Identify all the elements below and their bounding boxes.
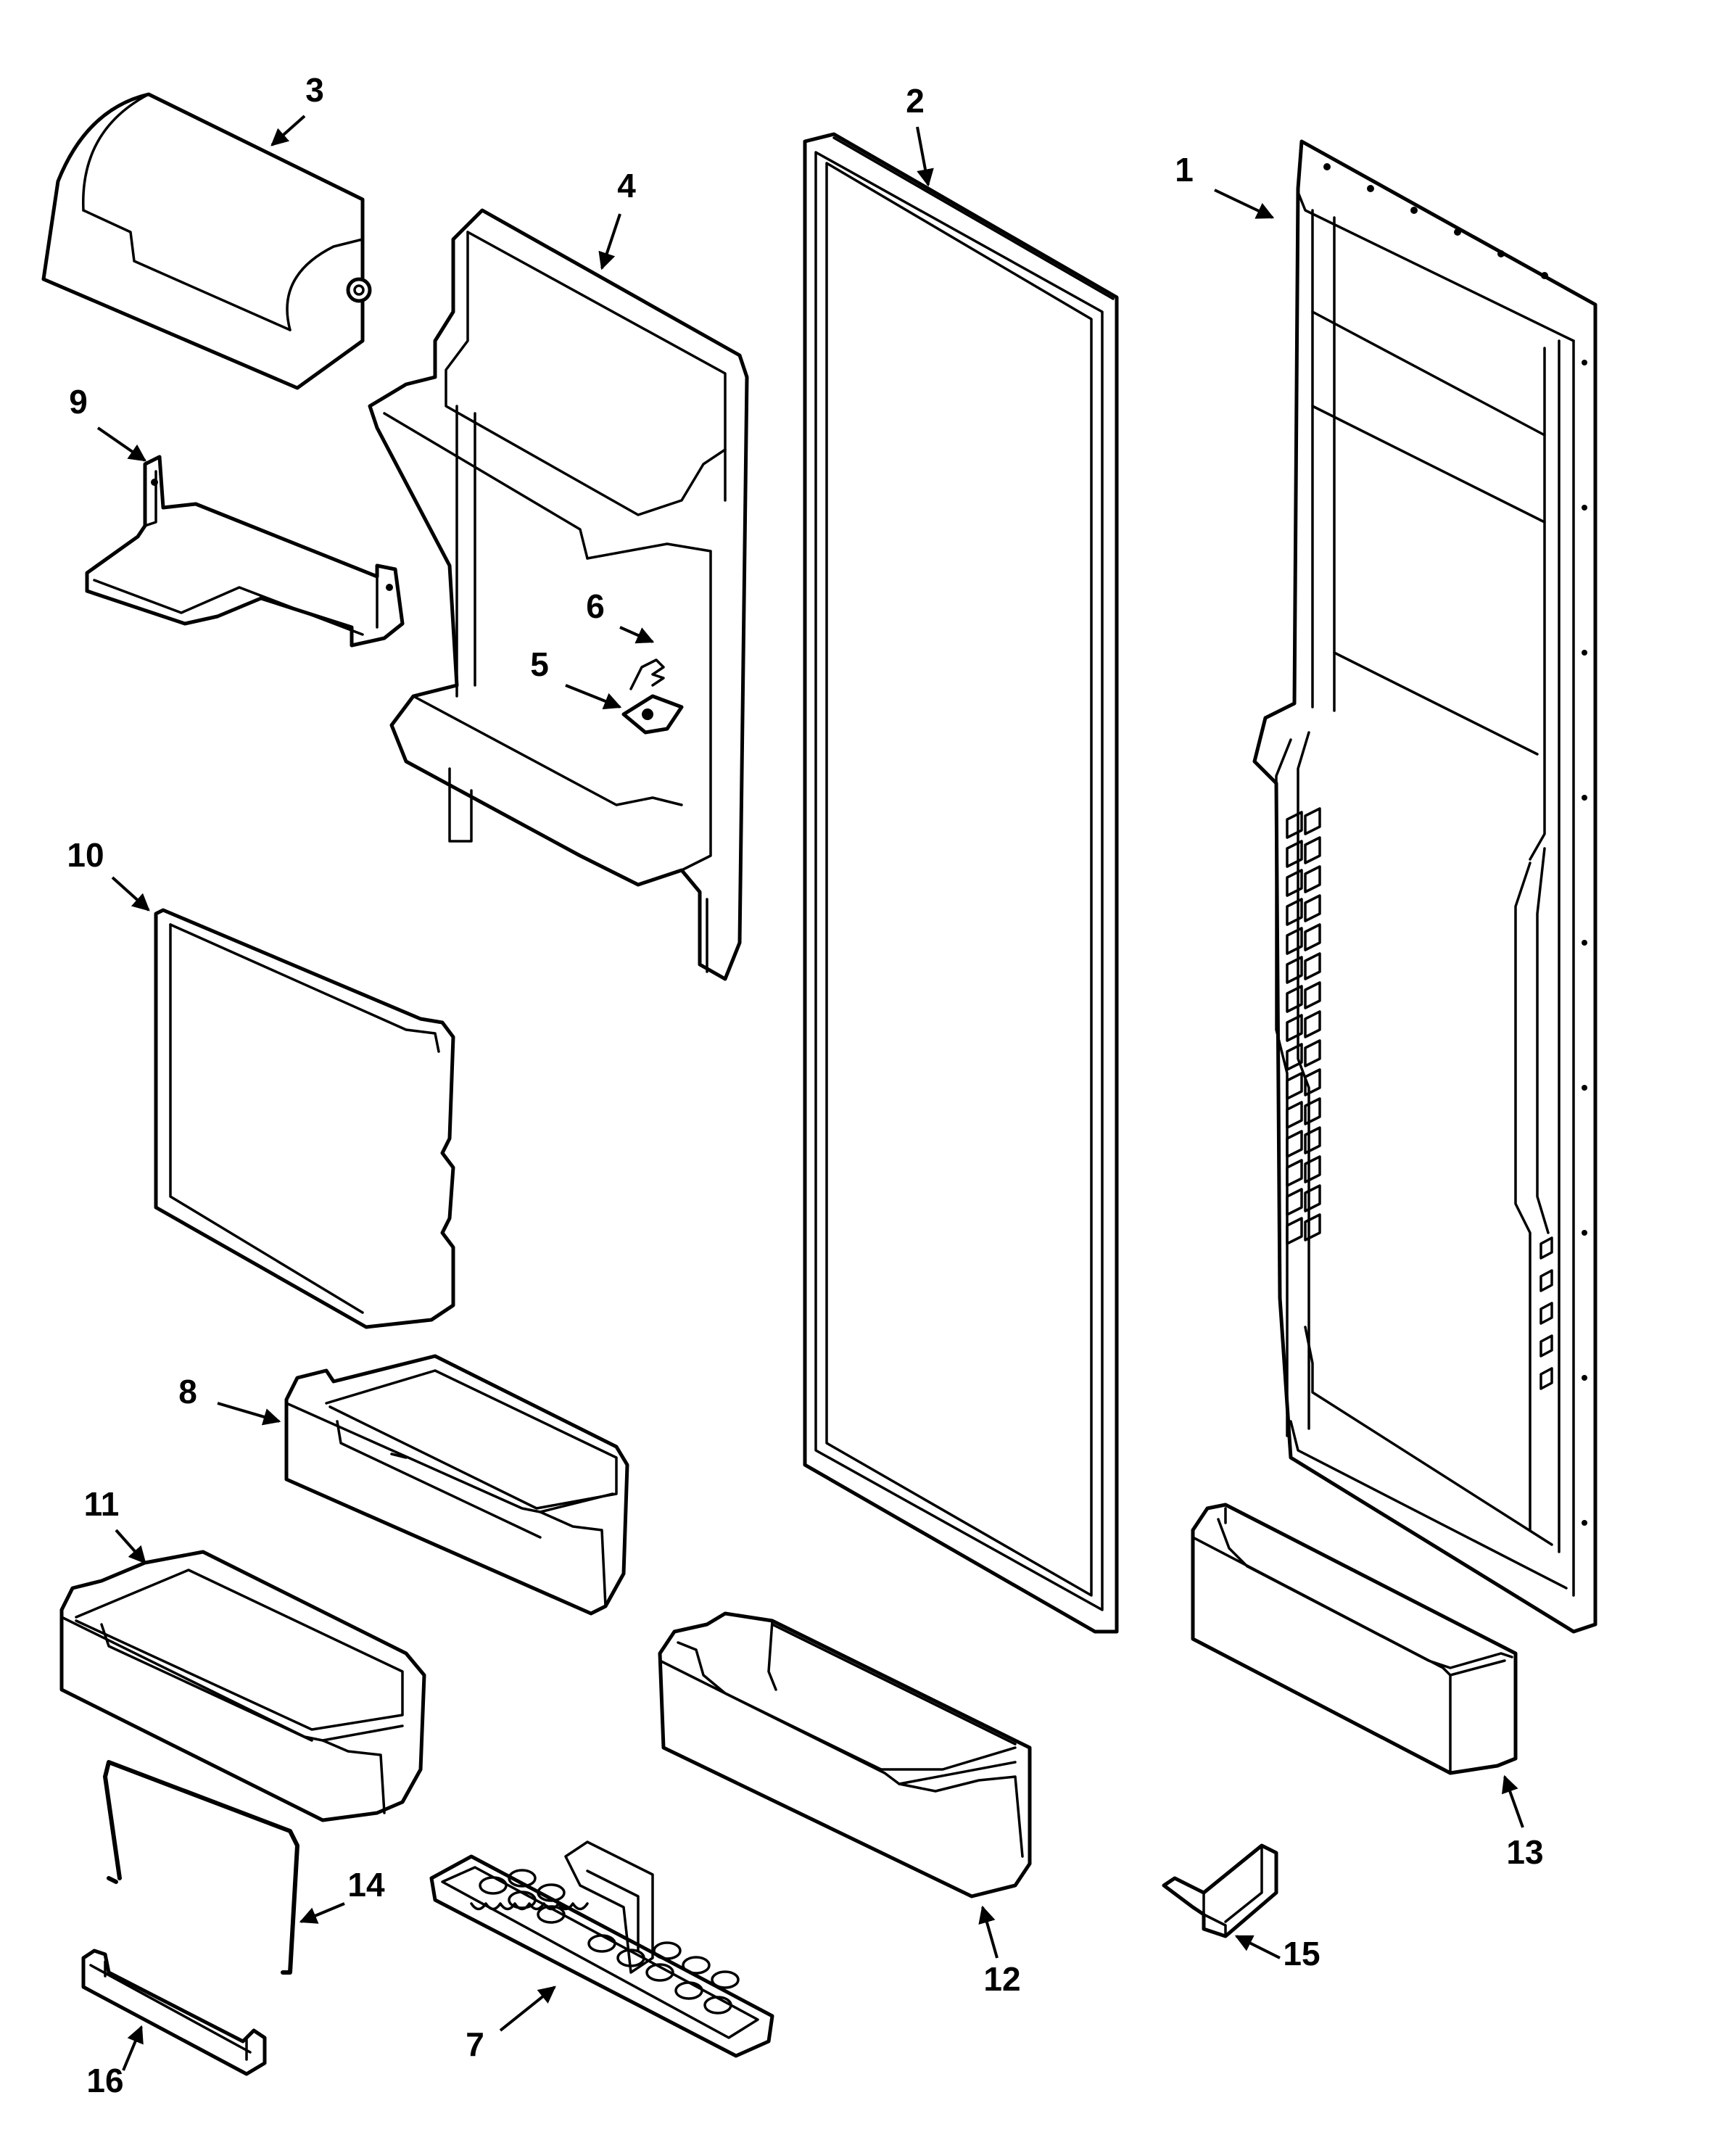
leader-3 [270, 115, 306, 146]
callout-16: 16 [86, 2062, 123, 2099]
part-upper-door-shelf [368, 208, 749, 981]
part-door-bin-11 [59, 1550, 426, 1822]
leader-6 [619, 626, 655, 644]
part-small-clip [1162, 1843, 1278, 1938]
callout-3: 3 [305, 71, 324, 109]
leader-9 [96, 426, 146, 462]
leader-7 [499, 1986, 556, 2032]
callout-6: 6 [586, 587, 605, 625]
callout-5: 5 [530, 645, 549, 683]
leader-11 [115, 1529, 146, 1564]
callout-2: 2 [906, 82, 925, 120]
door-liner-shelf-slots [1286, 807, 1553, 1390]
part-spring [629, 658, 665, 690]
part-door-liner [1252, 139, 1597, 1634]
leader-5 [565, 684, 622, 710]
callout-9: 9 [69, 383, 88, 421]
part-dairy-door [41, 92, 372, 390]
part-cam [621, 694, 684, 735]
callout-labels: 1 2 3 4 5 6 7 8 9 10 11 12 13 14 15 16 [67, 71, 1543, 2099]
part-door-bin-13 [1191, 1503, 1518, 1775]
leader-14 [299, 1902, 345, 1924]
part-wire-retainer [103, 1760, 299, 1975]
egg-tray-cups [479, 1869, 740, 2015]
callout-14: 14 [347, 1866, 385, 1904]
leader-2 [916, 126, 934, 187]
leader-10 [111, 876, 150, 912]
leader-8 [217, 1402, 281, 1426]
callout-10: 10 [67, 836, 104, 874]
callout-4: 4 [617, 167, 636, 204]
part-door-bin-8 [284, 1354, 629, 1616]
leader-1 [1214, 189, 1275, 219]
part-panel [154, 908, 455, 1329]
callout-7: 7 [466, 2025, 484, 2063]
part-clip-bar [81, 1949, 267, 2076]
callout-15: 15 [1283, 1935, 1320, 1972]
callout-11: 11 [84, 1485, 120, 1523]
part-door-bin-12 [658, 1611, 1032, 1898]
callout-1: 1 [1175, 151, 1194, 189]
leader-16 [122, 2025, 144, 2071]
callout-12: 12 [983, 1960, 1020, 1998]
part-egg-tray [429, 1840, 774, 2058]
leader-4 [598, 213, 621, 270]
leader-arrows [96, 115, 1524, 2071]
leader-13 [1501, 1774, 1524, 1828]
callout-8: 8 [178, 1373, 197, 1410]
leader-15 [1234, 1935, 1281, 1959]
callout-13: 13 [1506, 1833, 1543, 1871]
part-door-gasket [803, 132, 1119, 1634]
leader-12 [978, 1905, 999, 1959]
part-shelf-bracket [85, 455, 405, 648]
door-liner-screw-holes [1323, 163, 1587, 1526]
